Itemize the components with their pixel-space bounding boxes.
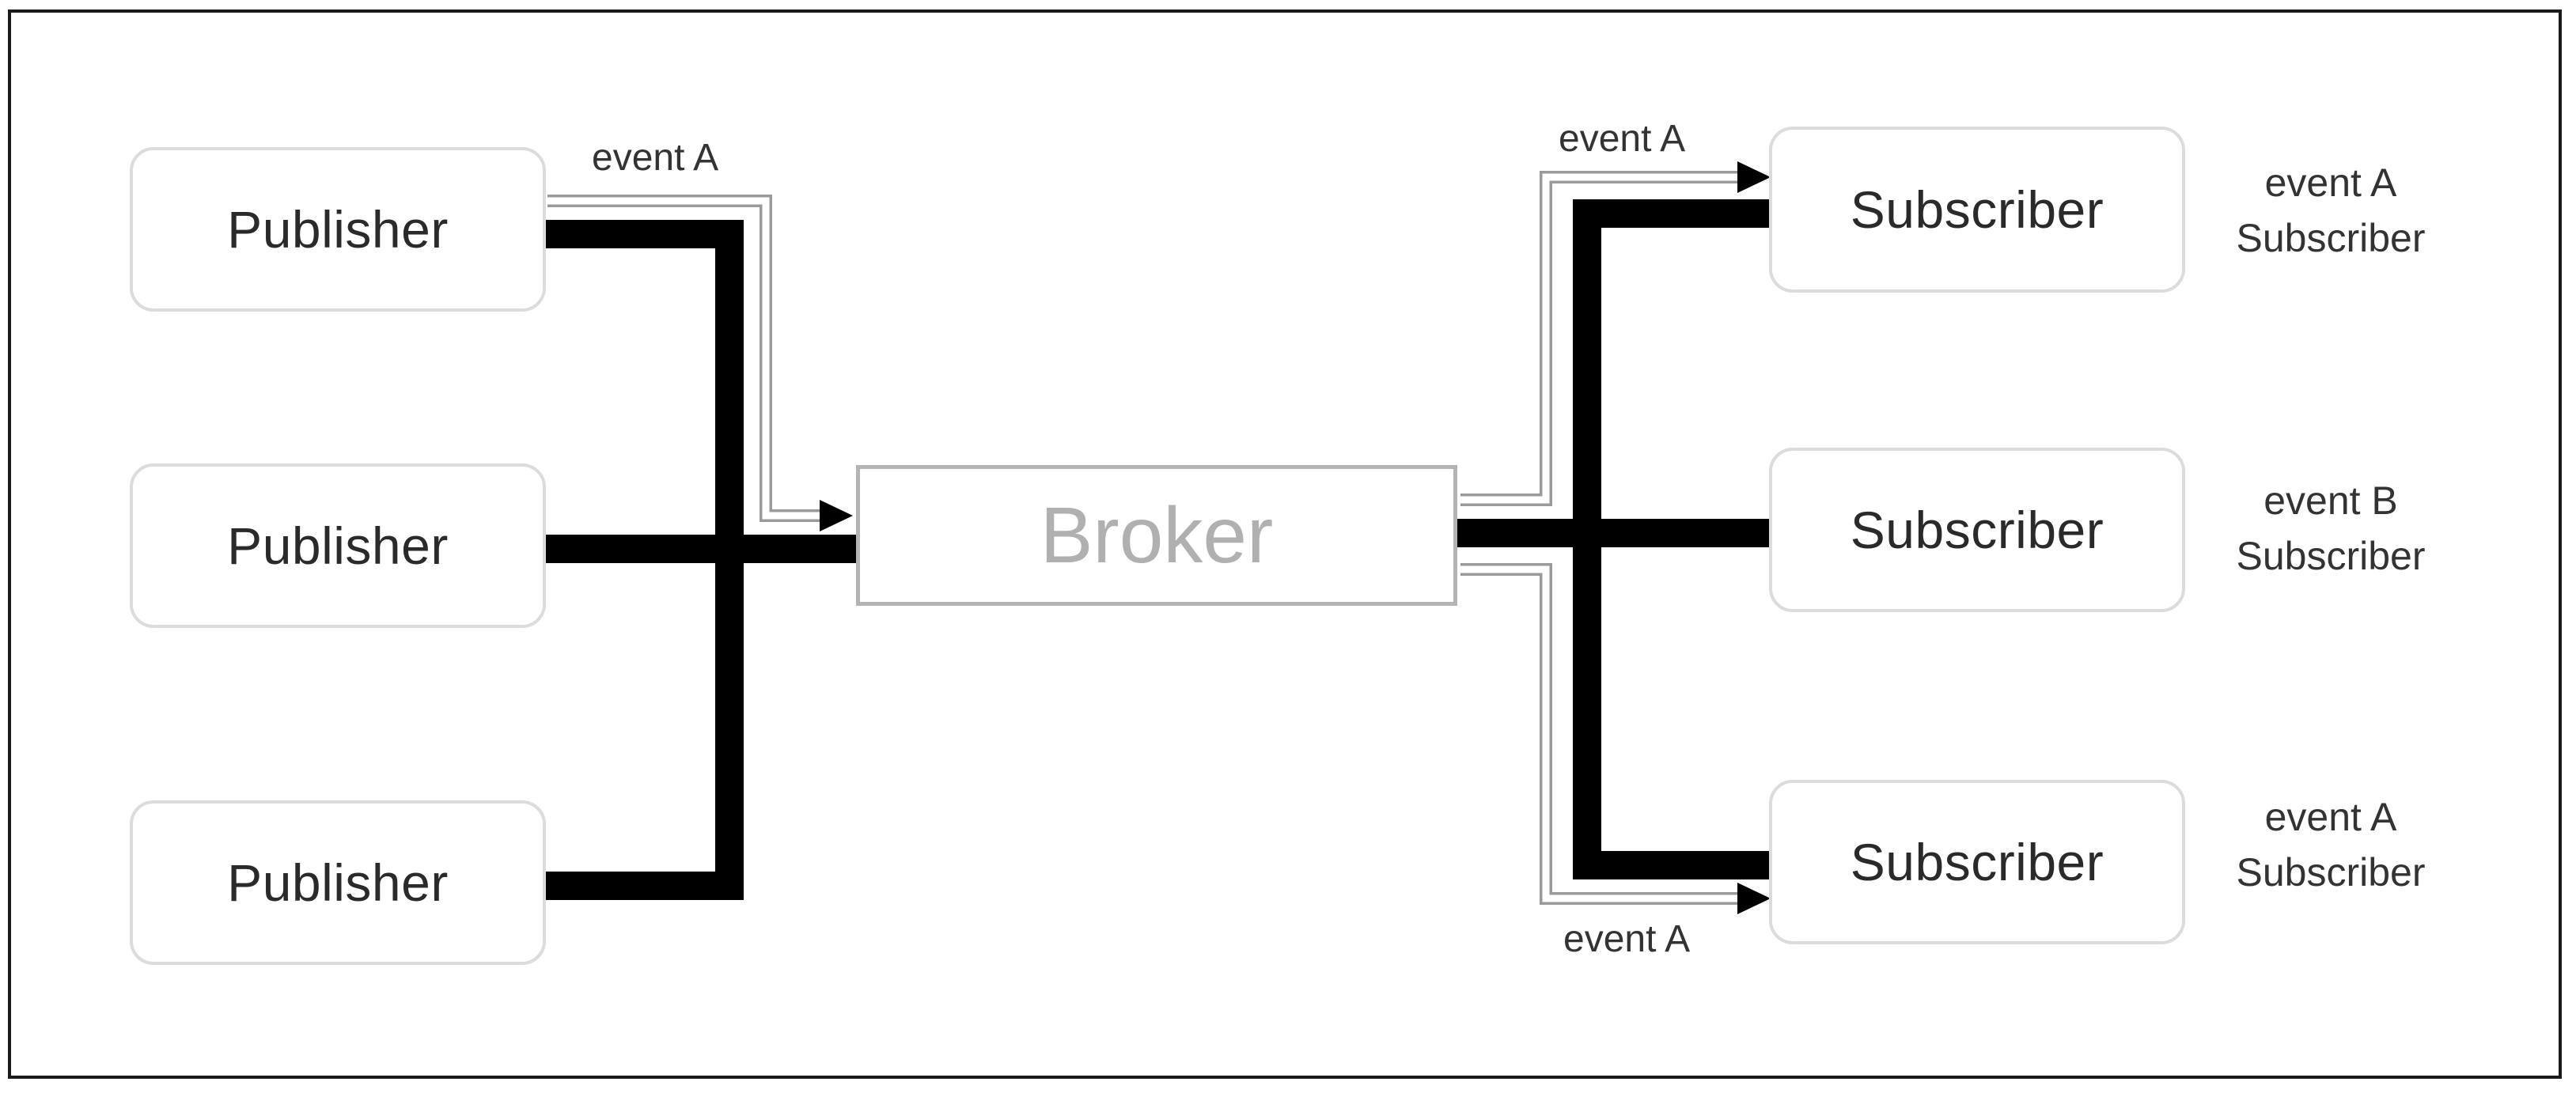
subscriber-bus — [1457, 199, 1769, 879]
publisher-node-1: Publisher — [130, 147, 546, 312]
diagram-frame — [8, 9, 2562, 1079]
subscriber-3-annotation: event A Subscriber — [2204, 789, 2457, 900]
broker-node: Broker — [856, 465, 1457, 606]
publisher-label: Publisher — [227, 516, 449, 575]
subscriber-node-2: Subscriber — [1769, 448, 2185, 612]
subscriber-label: Subscriber — [1850, 501, 2104, 559]
subscriber-3-annotation-role: Subscriber — [2236, 850, 2426, 894]
broker-label: Broker — [1040, 490, 1274, 580]
subscriber-node-1: Subscriber — [1769, 127, 2185, 293]
event-a-bottom-subscriber-arrow — [1737, 883, 1771, 914]
event-a-bottom-subscriber-path — [1460, 563, 1755, 905]
subscriber-2-annotation-event: event B — [2263, 478, 2398, 523]
subscriber-label: Subscriber — [1850, 180, 2104, 239]
publisher-label: Publisher — [227, 853, 449, 912]
subscriber-node-3: Subscriber — [1769, 780, 2185, 944]
top-subscriber-event-label: event A — [1559, 118, 1686, 160]
publisher-bus — [546, 220, 856, 900]
subscriber-1-annotation-role: Subscriber — [2236, 216, 2426, 260]
event-a-publisher-path — [547, 195, 839, 522]
subscriber-trunk — [1573, 199, 1769, 879]
subscriber-2-annotation: event B Subscriber — [2204, 473, 2457, 584]
publisher-node-2: Publisher — [130, 463, 546, 628]
publisher-label: Publisher — [227, 200, 449, 259]
subscriber-2-annotation-role: Subscriber — [2236, 534, 2426, 578]
event-a-publisher-arrow — [820, 500, 853, 531]
bottom-subscriber-event-label: event A — [1563, 918, 1691, 960]
event-a-top-subscriber-arrow — [1737, 161, 1771, 193]
subscriber-3-annotation-event: event A — [2264, 795, 2397, 839]
subscriber-label: Subscriber — [1850, 833, 2104, 891]
event-a-top-subscriber-path — [1460, 171, 1755, 506]
subscriber-1-annotation: event A Subscriber — [2204, 155, 2457, 266]
publisher-event-label: event A — [592, 137, 719, 179]
subscriber-1-annotation-event: event A — [2264, 161, 2397, 205]
publisher-node-3: Publisher — [130, 800, 546, 965]
